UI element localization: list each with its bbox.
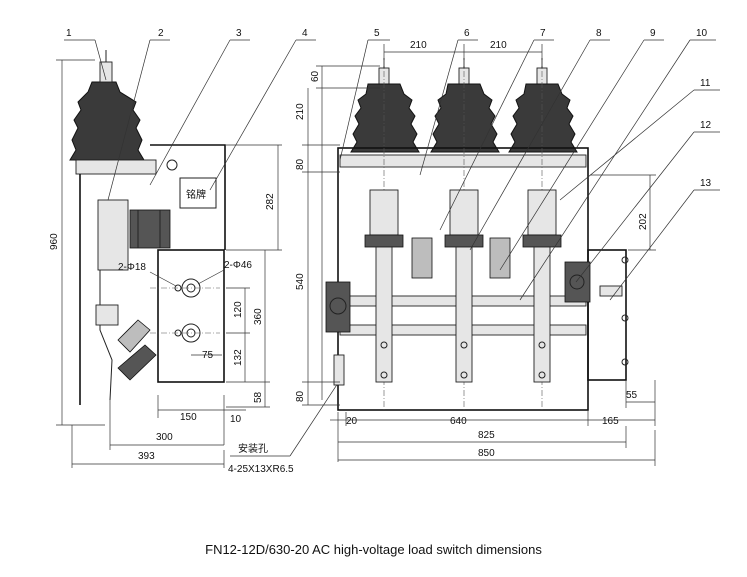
- insulator-middle: [430, 67, 500, 153]
- arc-chamber-middle: [449, 189, 479, 236]
- side-spring-unit: [129, 209, 171, 249]
- dim-825: 825: [478, 430, 495, 441]
- nameplate-label: 铭牌: [186, 188, 206, 201]
- dim-55: 55: [626, 390, 638, 401]
- blade-left: [375, 246, 393, 383]
- leader-8: 8: [596, 28, 602, 39]
- leader-3: 3: [236, 28, 242, 39]
- leader-6: 6: [464, 28, 470, 39]
- insulator-left: [350, 67, 420, 153]
- dim-360: 360: [253, 308, 264, 325]
- dim-282: 282: [265, 193, 276, 210]
- leader-10: 10: [696, 28, 708, 39]
- dim-80-top: 80: [295, 158, 306, 170]
- leader-11: 11: [700, 78, 711, 89]
- dim-120: 120: [233, 301, 244, 318]
- dim-960: 960: [49, 233, 60, 250]
- leader-12: 12: [700, 120, 712, 131]
- dim-640: 640: [450, 416, 467, 427]
- earthing-mechanism: [564, 261, 591, 303]
- leader-7: 7: [540, 28, 546, 39]
- dim-75: 75: [202, 350, 214, 361]
- dim-202: 202: [638, 213, 649, 230]
- dim-165: 165: [602, 416, 619, 427]
- dim-210-height: 210: [295, 103, 306, 120]
- dim-60: 60: [310, 70, 321, 82]
- dim-20: 20: [346, 416, 358, 427]
- hole-label-small: 2-Φ18: [118, 262, 146, 273]
- dim-300: 300: [156, 432, 173, 443]
- leader-2: 2: [158, 28, 164, 39]
- dim-150: 150: [180, 412, 197, 423]
- dim-210-pitch-right: 210: [490, 40, 507, 51]
- side-view: 铭牌 2-Φ18 2-Φ46 960 282 360: [49, 28, 341, 475]
- leader-4: 4: [302, 28, 308, 39]
- front-top-rail: [339, 154, 587, 168]
- side-frame-top: [150, 144, 226, 250]
- hole-label-large: 2-Φ46: [224, 260, 252, 271]
- side-lower-arm: [117, 344, 157, 381]
- dim-210-pitch-left: 210: [410, 40, 427, 51]
- arc-chamber-right: [527, 189, 557, 236]
- mounting-hole-label: 安装孔: [238, 442, 268, 455]
- front-view: 210 210: [295, 28, 720, 466]
- spring-unit-right: [489, 237, 511, 279]
- drawing-caption: FN12-12D/630-20 AC high-voltage load swi…: [205, 542, 542, 557]
- dim-10: 10: [230, 414, 242, 425]
- side-mount-bracket: [587, 249, 627, 381]
- dim-80-bottom: 80: [295, 390, 306, 402]
- dim-850: 850: [478, 448, 495, 459]
- side-lower-link: [117, 319, 151, 353]
- leader-5: 5: [374, 28, 380, 39]
- mounting-hole-spec: 4-25X13XR6.5: [228, 464, 294, 475]
- side-frame-box: [157, 249, 225, 383]
- side-support-bar: [75, 159, 157, 175]
- spring-unit-left: [411, 237, 433, 279]
- arc-chamber-left: [369, 189, 399, 236]
- dim-540: 540: [295, 273, 306, 290]
- blade-right: [533, 246, 551, 383]
- dim-393: 393: [138, 451, 155, 462]
- blade-middle: [455, 246, 473, 383]
- side-bracket: [95, 304, 119, 326]
- side-insulator: [69, 81, 145, 161]
- side-indicator: [166, 159, 178, 171]
- side-arc-chamber: [97, 199, 129, 271]
- leader-13: 13: [700, 178, 712, 189]
- dim-132: 132: [233, 349, 244, 366]
- leader-9: 9: [650, 28, 656, 39]
- dim-58: 58: [253, 391, 264, 403]
- nameplate-box: [179, 177, 217, 209]
- leader-1: 1: [66, 28, 72, 39]
